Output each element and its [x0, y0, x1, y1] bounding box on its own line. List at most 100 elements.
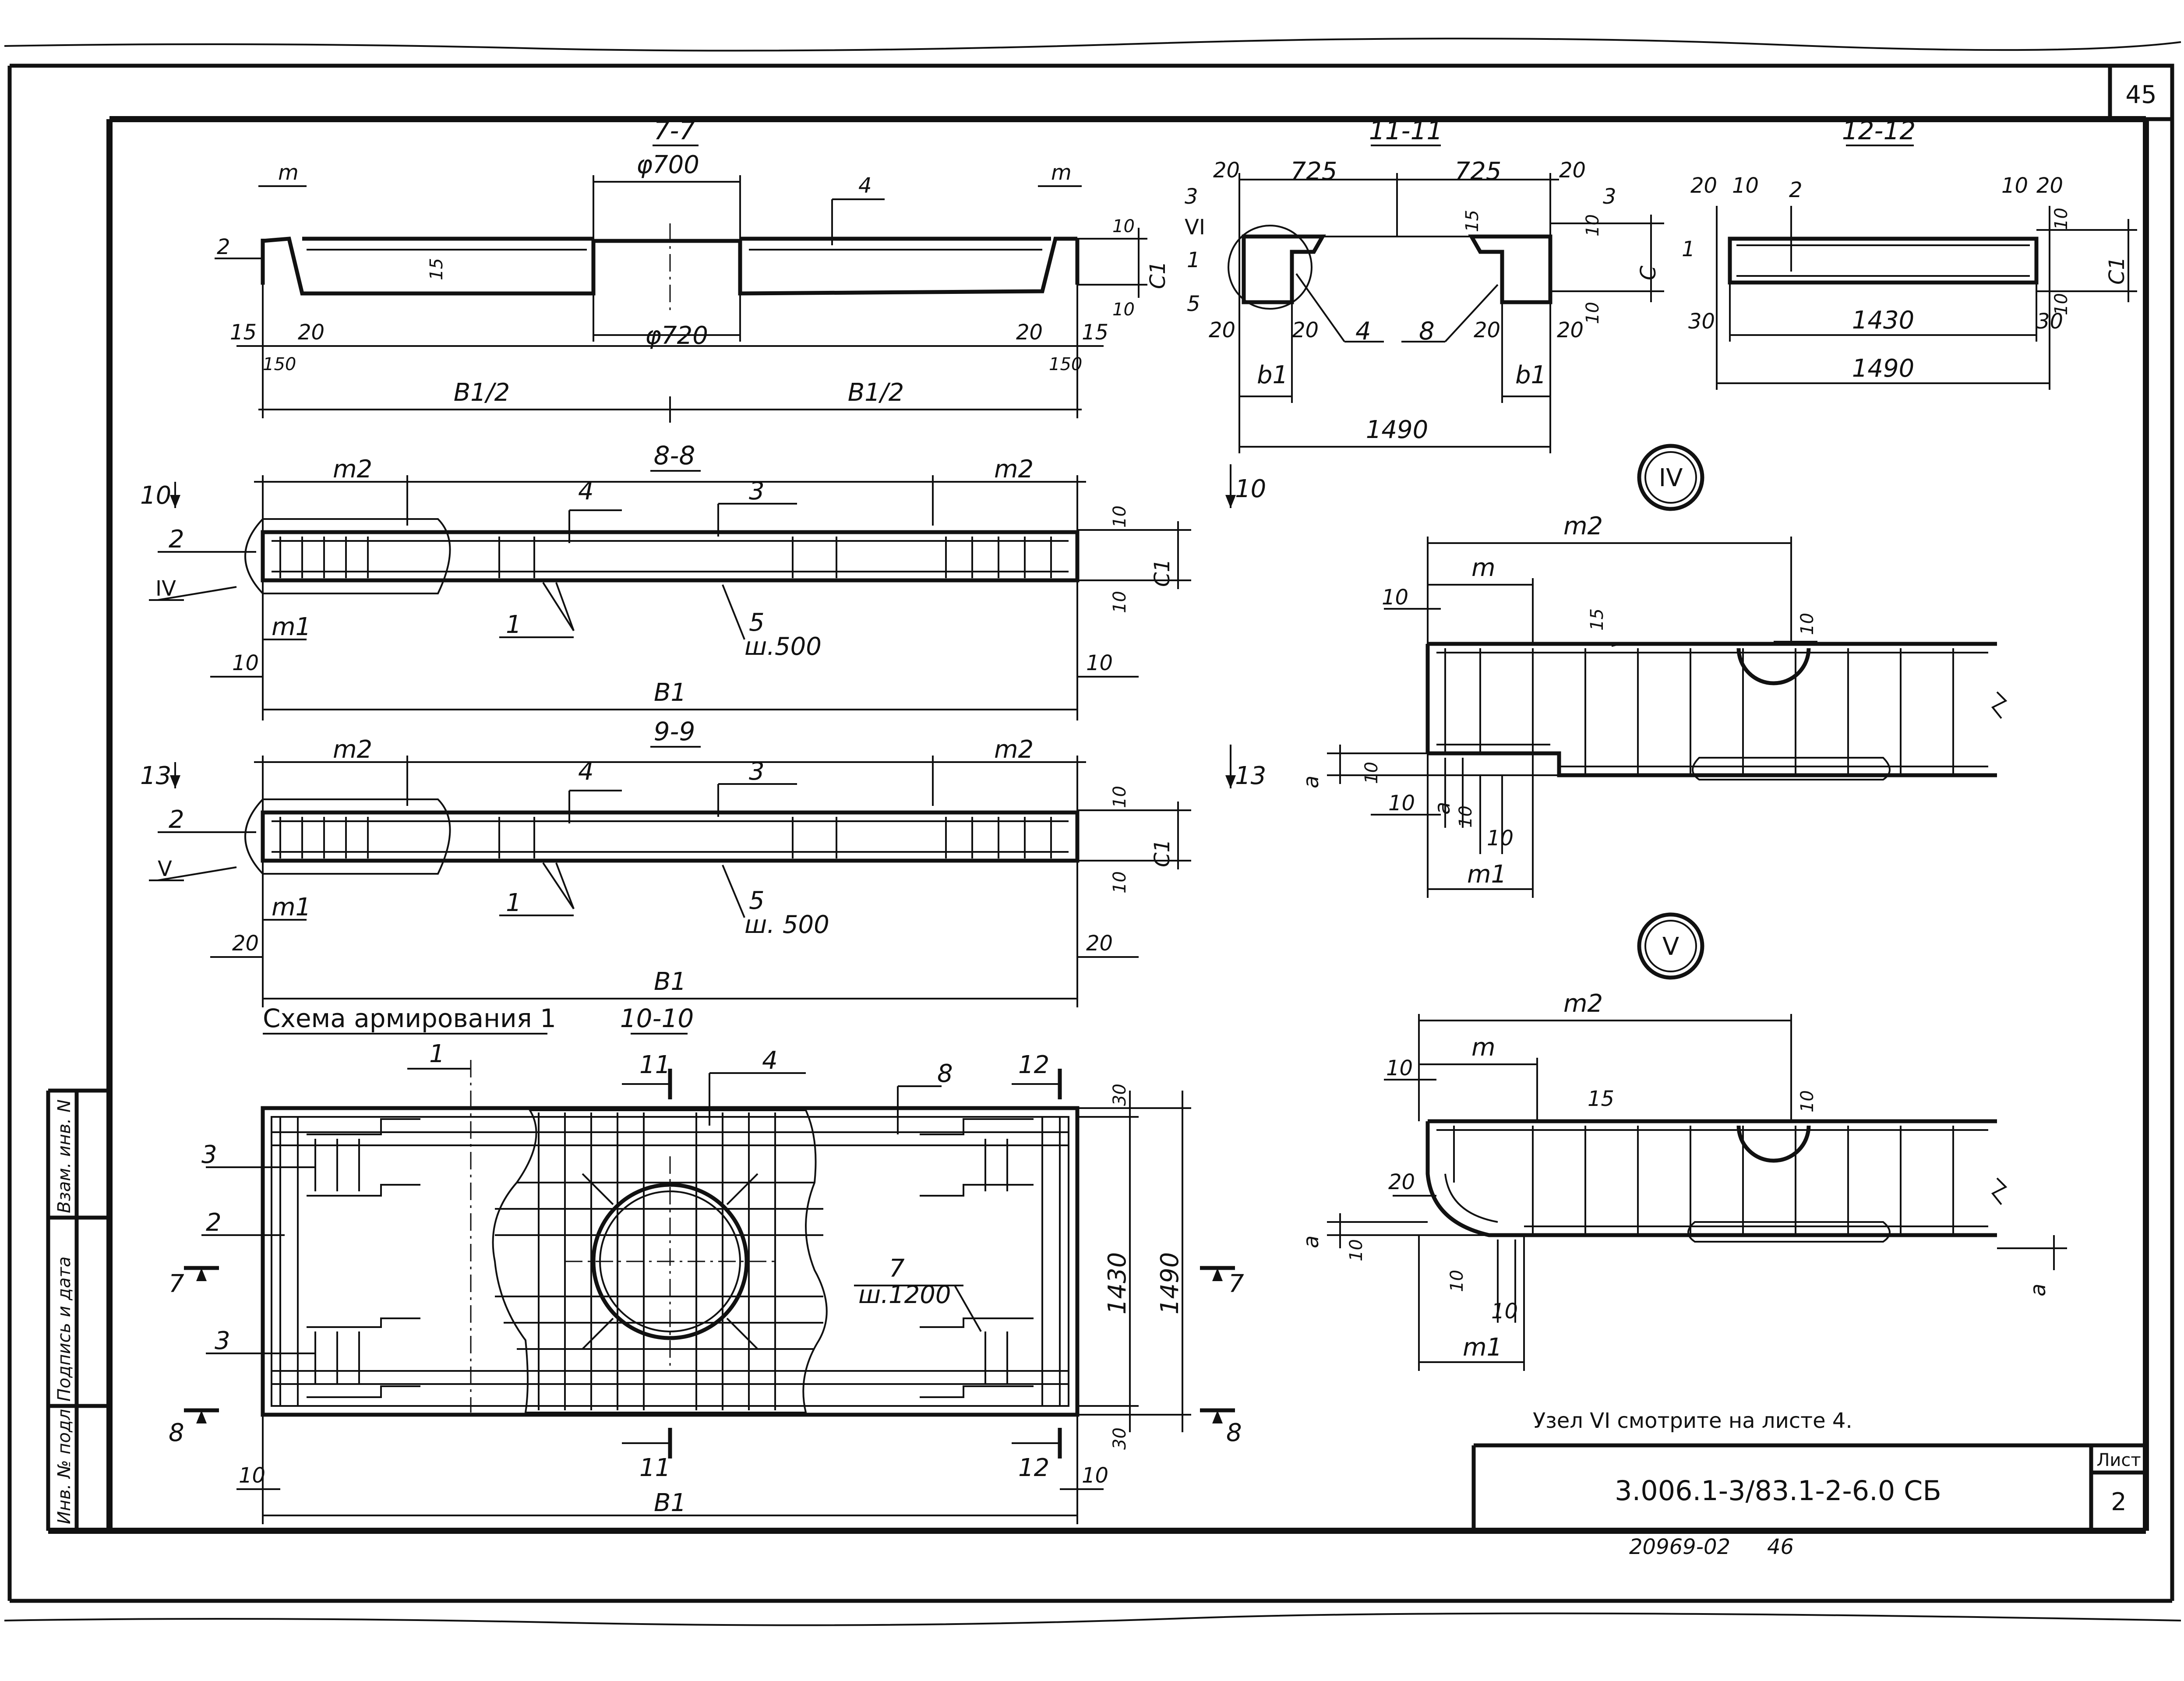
label-1: 1 [506, 889, 522, 917]
label-10-left: 10 [1732, 173, 1759, 198]
label-30-bottom: 30 [1110, 1427, 1130, 1450]
label-5: 5 [1187, 292, 1200, 316]
section-8-8: 8-8 [140, 441, 1266, 720]
scheme-title: Схема армирования 1 [263, 1003, 556, 1033]
label-half-left: B1/2 [454, 378, 510, 407]
stamp-inv-number: Инв. № подл. [54, 1403, 74, 1524]
label-10-inner: 10 [1447, 1270, 1467, 1292]
label-5: 5 [749, 608, 765, 637]
label-10-left: 10 [232, 651, 259, 675]
node-iv-detail: IV [1299, 444, 2008, 898]
section-11-11: 11-11 20 725 725 20 3 VI 1 5 3 15 10 C 1… [1185, 116, 1664, 453]
section-title: 8-8 [654, 441, 695, 470]
label-15: 15 [1462, 210, 1482, 232]
label-15-right: 15 [1082, 320, 1108, 345]
label-b1-left: b1 [1257, 361, 1288, 389]
label-10-right: 10 [1086, 651, 1113, 675]
document-code: 3.006.1-3/83.1-2-6.0 СБ [1615, 1475, 1941, 1507]
dim-total: 1490 [1366, 416, 1429, 444]
dim-20-left: 20 [1213, 158, 1240, 183]
label-11-top: 11 [639, 1051, 670, 1079]
label-m2-right: m2 [994, 735, 1034, 764]
title-block: 3.006.1-3/83.1-2-6.0 СБ Лист 2 Узел VI с… [1471, 1409, 2146, 1559]
label-10-bottom: 10 [2051, 293, 2071, 315]
label-3-bottom: 3 [215, 1327, 230, 1355]
label-4: 4 [578, 757, 594, 786]
label-20: 20 [1388, 1170, 1415, 1194]
dim-width: B1 [654, 678, 686, 707]
label-a-left: a [1299, 1236, 1323, 1248]
label-10-bottom: 10 [1583, 302, 1603, 324]
label-4: 4 [858, 173, 872, 198]
label-node-6: VI [1185, 215, 1205, 240]
label-10-left: 10 [239, 1463, 265, 1488]
label-3: 3 [749, 757, 765, 786]
label-20-left: 20 [1690, 173, 1717, 198]
label-150-left: 150 [263, 354, 296, 374]
short-bars [307, 1060, 1034, 1413]
label-a-left: a [1299, 776, 1323, 788]
label-20-right: 20 [2036, 173, 2063, 198]
label-arrow-13-right: 13 [1235, 762, 1266, 790]
label-m1: m1 [272, 893, 311, 922]
label-2: 2 [169, 805, 184, 834]
section-title: 7-7 [654, 116, 695, 145]
label-1: 1 [506, 611, 522, 639]
label-10-mid: 10 [1346, 1239, 1366, 1261]
label-1: 1 [1187, 248, 1200, 272]
label-8: 8 [1419, 317, 1435, 346]
page-number: 45 [2125, 81, 2156, 109]
label-15-mid: 15 [427, 258, 447, 280]
sheet-frame [4, 37, 2181, 1626]
page-number-box: 45 [2108, 64, 2174, 121]
stirrups [279, 817, 1052, 858]
section-title: 11-11 [1369, 116, 1443, 145]
section-10-10: Схема армирования 1 10-10 [169, 1003, 1244, 1524]
label-m1: m1 [1463, 1333, 1502, 1362]
label-3: 3 [749, 477, 765, 505]
label-10-low: 10 [1487, 826, 1514, 851]
label-m1: m1 [272, 613, 311, 641]
label-arrow-13-left: 13 [140, 762, 171, 790]
label-m1: m1 [1467, 860, 1507, 889]
sheet-label: Лист [2096, 1450, 2141, 1470]
label-15-left: 15 [230, 320, 257, 345]
label-20-left: 20 [298, 320, 325, 345]
label-10-top: 10 [1583, 214, 1603, 237]
label-node-5: V [158, 857, 172, 881]
label-3-right: 3 [1603, 184, 1616, 209]
note-node-six: Узел VI смотрите на листе 4. [1533, 1409, 1852, 1433]
marker-7-right: 7 [1228, 1270, 1244, 1298]
label-spacing: ш.1200 [858, 1281, 951, 1309]
label-150-right: 150 [1049, 354, 1082, 374]
label-m2-left: m2 [333, 455, 372, 484]
label-10-left: 10 [1386, 1056, 1413, 1081]
node-mark: V [1662, 932, 1679, 961]
label-m: m [1471, 1033, 1496, 1062]
label-20-left: 20 [232, 931, 259, 956]
section-title: 10-10 [620, 1003, 694, 1033]
label-m2: m2 [1563, 989, 1603, 1018]
label-m-left: m [278, 160, 299, 185]
label-10-left: 10 [1382, 585, 1408, 610]
label-10-inner: 10 [1456, 805, 1476, 828]
label-5: 5 [749, 886, 765, 915]
label-10-top: 10 [1110, 505, 1130, 528]
label-11-bottom: 11 [639, 1454, 670, 1482]
sheet-number: 2 [2111, 1488, 2127, 1516]
label-15: 15 [1588, 1087, 1614, 1111]
node-v-stirrups [1453, 1126, 1954, 1235]
label-m2-right: m2 [994, 455, 1034, 484]
label-10-right: 10 [2001, 173, 2028, 198]
node-iv-stirrups [1444, 648, 1954, 775]
label-1: 1 [429, 1040, 445, 1068]
label-2: 2 [1789, 178, 1803, 202]
label-10-low: 10 [1491, 1299, 1518, 1324]
label-pipe-top: φ700 [636, 151, 699, 179]
label-7: 7 [889, 1254, 905, 1283]
section-12-12: 12-12 20 10 2 10 20 1 10 C1 10 30 30 143… [1682, 116, 2137, 390]
label-12-top: 12 [1018, 1051, 1049, 1079]
arrow-marks [170, 495, 1236, 1423]
label-pipe-bottom: φ720 [645, 321, 708, 350]
